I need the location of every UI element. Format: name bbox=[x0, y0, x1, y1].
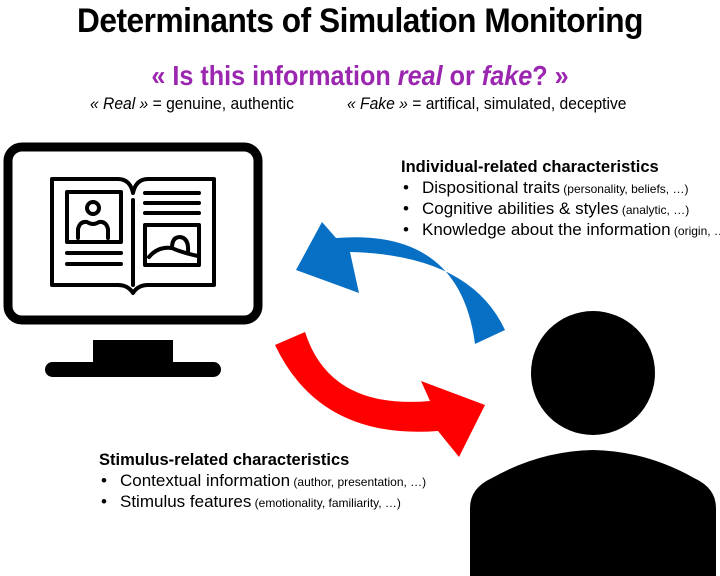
question-close: ? » bbox=[532, 60, 569, 91]
person-head bbox=[531, 311, 655, 435]
open-book-icon bbox=[50, 177, 216, 295]
list-item: Knowledge about the information (origin,… bbox=[401, 220, 720, 241]
landscape-frame bbox=[143, 223, 201, 267]
portrait-frame bbox=[65, 190, 123, 244]
stimulus-heading: Stimulus-related characteristics bbox=[99, 451, 350, 469]
curved-arrow-left-icon bbox=[296, 222, 505, 344]
question-real: real bbox=[397, 60, 443, 91]
list-item: Contextual information (author, presenta… bbox=[99, 471, 426, 492]
definition-fake-term: « Fake » bbox=[347, 94, 408, 113]
item-main: Knowledge about the information bbox=[422, 220, 671, 239]
monitor-with-open-book-icon bbox=[3, 142, 263, 377]
portrait-head bbox=[85, 200, 101, 216]
definition-fake-meaning: = artifical, simulated, deceptive bbox=[407, 94, 627, 113]
curved-arrow-right-icon bbox=[275, 332, 485, 457]
definition-real-meaning: = genuine, authentic bbox=[148, 94, 294, 113]
person-silhouette-icon bbox=[470, 311, 716, 576]
item-main: Contextual information bbox=[120, 471, 291, 490]
item-detail: (author, presentation, …) bbox=[290, 475, 427, 489]
individual-characteristics: Individual-related characteristics Dispo… bbox=[401, 157, 720, 241]
item-detail: (emotionality, familiarity, …) bbox=[251, 496, 401, 510]
item-main: Stimulus features bbox=[120, 492, 252, 511]
stimulus-characteristics: Stimulus-related characteristics Context… bbox=[99, 450, 426, 513]
individual-heading: Individual-related characteristics bbox=[401, 158, 659, 176]
item-main: Dispositional traits bbox=[422, 178, 560, 197]
list-item: Stimulus features (emotionality, familia… bbox=[99, 492, 426, 513]
definition-fake: « Fake » = artifical, simulated, decepti… bbox=[347, 94, 627, 114]
landscape-sun bbox=[170, 235, 191, 254]
definition-real: « Real » = genuine, authentic bbox=[90, 94, 294, 114]
central-question: « Is this information real or fake? » bbox=[36, 60, 684, 92]
monitor-base bbox=[45, 362, 221, 377]
question-or: or bbox=[442, 60, 482, 91]
page-title: Determinants of Simulation Monitoring bbox=[76, 2, 643, 40]
individual-list: Dispositional traits (personality, belie… bbox=[401, 178, 720, 241]
portrait-body bbox=[76, 219, 110, 240]
item-detail: (analytic, …) bbox=[618, 203, 690, 217]
monitor-frame bbox=[3, 142, 263, 325]
question-open: « Is this information bbox=[151, 60, 398, 91]
monitor-neck bbox=[93, 340, 173, 364]
person-body bbox=[470, 450, 716, 576]
item-main: Cognitive abilities & styles bbox=[422, 199, 619, 218]
list-item: Cognitive abilities & styles (analytic, … bbox=[401, 199, 720, 220]
item-detail: (origin, …) bbox=[673, 224, 720, 238]
question-fake: fake bbox=[481, 60, 533, 91]
definition-real-term: « Real » bbox=[90, 94, 149, 113]
stimulus-list: Contextual information (author, presenta… bbox=[99, 471, 426, 513]
item-detail: (personality, beliefs, …) bbox=[559, 182, 689, 196]
list-item: Dispositional traits (personality, belie… bbox=[401, 178, 720, 199]
